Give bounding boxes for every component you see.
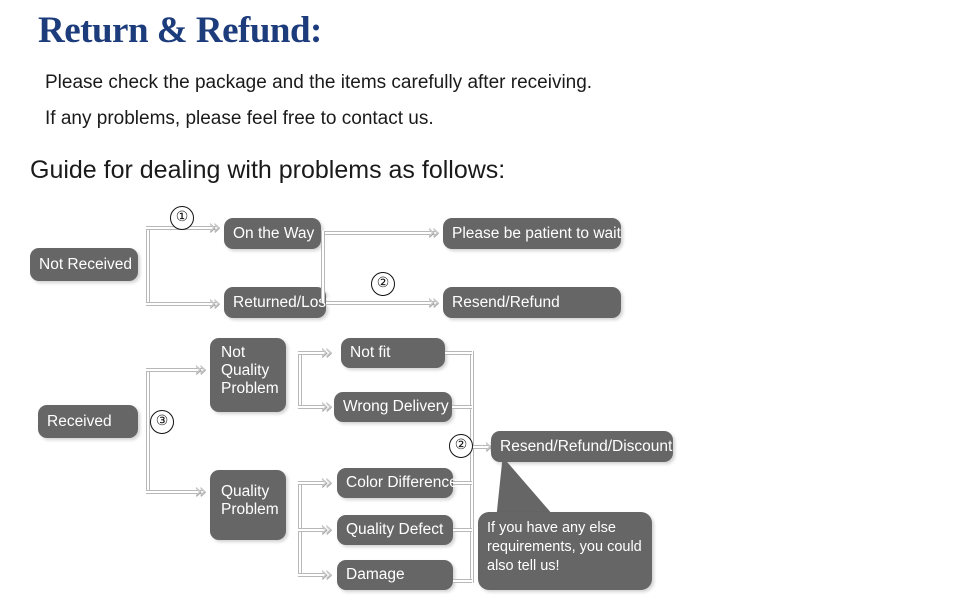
connector-color-difference-to-bus	[453, 481, 472, 485]
node-wrong-delivery: Wrong Delivery	[334, 392, 452, 422]
page-title: Return & Refund:	[38, 10, 322, 51]
node-label-line-2: Problem	[221, 500, 279, 518]
node-not-quality-problem: Not Quality Problem	[210, 338, 286, 412]
arrow-to-damage: »	[320, 562, 333, 586]
node-label: Resend/Refund/Discount	[500, 437, 673, 455]
node-label: Wrong Delivery	[343, 398, 449, 416]
callout-line-2: requirements, you could	[487, 538, 642, 555]
node-returned-lost: Returned/Lost	[224, 287, 330, 318]
step-marker-2-bottom: ②	[449, 434, 473, 458]
connector-received-to-quality-problem	[146, 490, 204, 494]
node-resend-refund-discount: Resend/Refund/Discount	[491, 431, 673, 462]
connector-wrong-delivery-to-bus	[452, 405, 472, 409]
callout-line-3: also tell us!	[487, 557, 560, 574]
connector-vertical-not-quality-problem	[298, 351, 302, 407]
connector-to-wrong-delivery	[298, 405, 326, 409]
connector-quality-defect-to-bus	[453, 528, 472, 532]
node-label: Not Received	[39, 255, 133, 273]
connector-not-fit-to-bus	[445, 351, 472, 355]
arrow-to-resend-refund: »	[427, 290, 440, 314]
arrow-to-on-the-way: »	[208, 215, 221, 239]
connector-vertical-outcome-bus	[470, 351, 474, 583]
arrow-to-quality-defect: »	[320, 517, 333, 541]
connector-to-quality-defect	[298, 528, 326, 532]
connector-vertical-not-received	[146, 226, 150, 306]
node-color-difference: Color Difference	[337, 468, 458, 498]
connector-returned-lost-to-resend	[326, 301, 436, 305]
connector-to-not-fit	[298, 351, 326, 355]
guide-heading: Guide for dealing with problems as follo…	[30, 156, 506, 184]
node-label: Color Difference	[346, 474, 458, 492]
step-marker-1: ①	[170, 206, 194, 230]
node-label-line-1: Not	[221, 344, 246, 361]
node-resend-refund: Resend/Refund	[443, 287, 621, 318]
connector-to-damage	[298, 573, 326, 577]
node-on-the-way: On the Way	[224, 218, 321, 249]
intro-line-1: Please check the package and the items c…	[45, 72, 593, 93]
node-label: Not fit	[350, 344, 391, 362]
node-quality-defect: Quality Defect	[337, 515, 453, 545]
node-label: Please be patient to wait	[452, 224, 621, 242]
connector-on-the-way-to-wait	[321, 231, 436, 235]
node-label: Damage	[346, 566, 405, 584]
connector-vertical-on-the-way	[321, 231, 325, 303]
node-label-line-2: Quality	[221, 361, 270, 379]
arrow-to-not-quality-problem: »	[194, 357, 207, 381]
node-label-line-3: Problem	[221, 379, 279, 397]
node-please-be-patient-to-wait: Please be patient to wait	[443, 218, 621, 249]
callout-bubble: If you have any else requirements, you c…	[478, 512, 652, 590]
connector-received-to-not-quality-problem	[146, 368, 204, 372]
connector-not-received-to-returned-lost	[146, 302, 218, 306]
node-label-line-1: Quality	[221, 483, 270, 500]
node-received: Received	[38, 405, 138, 438]
step-marker-2-top: ②	[371, 272, 395, 296]
step-marker-3: ③	[150, 410, 174, 434]
node-quality-problem: Quality Problem	[210, 470, 286, 540]
arrow-to-please-be-patient: »	[427, 220, 440, 244]
node-label: Returned/Lost	[233, 293, 331, 311]
arrow-to-color-difference: »	[320, 470, 333, 494]
node-label: Quality Defect	[346, 521, 444, 539]
connector-bus-to-resend-refund-discount	[470, 445, 492, 449]
node-label: Received	[47, 412, 112, 430]
arrow-to-not-fit: »	[320, 340, 333, 364]
intro-line-2: If any problems, please feel free to con…	[45, 108, 434, 129]
callout-line-1: If you have any else	[487, 520, 616, 536]
node-not-fit: Not fit	[341, 338, 445, 368]
connector-damage-to-bus	[453, 579, 472, 583]
node-label: Resend/Refund	[452, 293, 560, 311]
arrow-to-returned-lost: »	[208, 291, 221, 315]
connector-to-color-difference	[298, 481, 326, 485]
node-label: On the Way	[233, 224, 315, 242]
connector-vertical-received	[146, 368, 150, 494]
arrow-to-quality-problem: »	[194, 479, 207, 503]
arrow-to-wrong-delivery: »	[320, 394, 333, 418]
node-damage: Damage	[337, 560, 453, 590]
node-not-received: Not Received	[30, 248, 138, 281]
